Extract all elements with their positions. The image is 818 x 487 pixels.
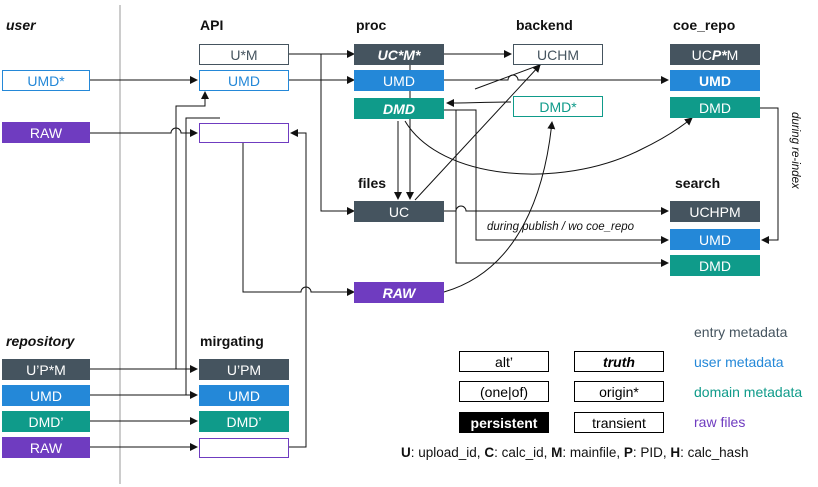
header-repository: repository [6,333,75,349]
legend-origin: origin* [574,381,664,402]
footer-p-text: : PID, [632,445,671,460]
footer-m-key: M [551,445,563,460]
node-mig-raw [199,438,289,458]
footer-p-key: P [623,445,633,460]
node-coe-ucpm-pre: UC [691,46,712,63]
legend-raw-files: raw files [694,414,746,430]
edge-api-raw-to-files-raw [242,142,355,296]
node-repo-dmd: DMD’ [2,411,90,432]
legend-user-metadata: user metadata [694,354,784,370]
node-search-uchpm: UCHPM [670,201,760,222]
node-api-raw [199,123,289,143]
legend-persistent: persistent [459,412,549,433]
edge-coe-to-search-reindex [760,107,779,244]
footer-u-key: U [401,445,411,460]
header-proc: proc [356,17,387,33]
edge-mig-raw-to-api-raw [289,129,307,448]
footer-h-key: H [670,445,681,460]
node-files-raw: RAW [354,282,444,303]
header-search: search [675,175,721,191]
node-files-uc: UC [354,201,444,222]
edge-mig-umd-to-api [185,117,220,395]
edge-user-raw-to-api-raw [90,127,198,137]
node-repo-raw: RAW [2,437,90,458]
footer-u-text: : upload_id, [410,445,485,460]
node-coe-dmd: DMD [670,97,760,118]
header-coe-repo: coe_repo [673,17,736,33]
legend-transient: transient [574,412,664,433]
legend-entry-metadata: entry metadata [694,324,788,340]
edge-proc-umd-to-coe-umd [444,74,669,84]
footer-c-key: C [484,445,495,460]
edge-proc-umd-to-backend [474,62,546,90]
node-user-umd: UMD* [2,70,90,91]
edge-proc-to-search-dmd [455,110,669,267]
edge-label-publish: during publish / wo coe_repo [487,221,635,233]
legend-oneof: (one|of) [459,381,549,402]
footer-key: U: upload_id, C: calc_id, M: mainfile, P… [401,445,748,460]
footer-m-text: : mainfile, [562,445,624,460]
node-proc-dmd: DMD [354,98,444,119]
edge-proc-dmd-to-coe-dmd [404,117,693,175]
node-backend-uchm: UCHM [513,44,603,65]
node-coe-ucpm-post: M [726,46,739,63]
node-search-dmd: DMD [670,255,760,276]
legend-truth: truth [574,351,664,372]
node-backend-dmd: DMD* [513,96,603,117]
node-repo-umd: UMD [2,385,90,406]
node-coe-ucpm-p: P* [711,46,727,63]
header-api: API [200,17,224,33]
header-files: files [358,175,387,191]
node-search-umd: UMD [670,229,760,250]
header-migrating: mirgating [200,333,264,349]
edge-backend-dmd-to-proc-dmd [446,98,512,107]
legend-domain-metadata: domain metadata [694,384,803,400]
node-mig-upm: U’PM [199,359,289,380]
legend-alt: alt’ [459,351,549,372]
node-repo-upm: U’P*M [2,359,90,380]
edge-label-reindex: during re-index [789,112,801,189]
node-coe-umd: UMD [670,70,760,91]
node-api-umd: UMD [199,70,289,91]
edge-files-uc-to-search [444,205,669,215]
edge-files-raw-to-backend-dmd [443,121,556,293]
footer-c-text: : calc_id, [494,445,552,460]
footer-h-text: : calc_hash [680,445,749,460]
node-proc-umd: UMD [354,70,444,91]
node-mig-umd: UMD [199,385,289,406]
edge-api-um-to-files-uc [320,54,355,215]
node-proc-ucm: UC*M* [354,44,444,65]
node-user-raw: RAW [2,122,90,143]
node-api-um: U*M [199,44,289,65]
node-mig-dmd: DMD’ [199,411,289,432]
header-backend: backend [516,17,573,33]
header-user: user [6,17,36,33]
